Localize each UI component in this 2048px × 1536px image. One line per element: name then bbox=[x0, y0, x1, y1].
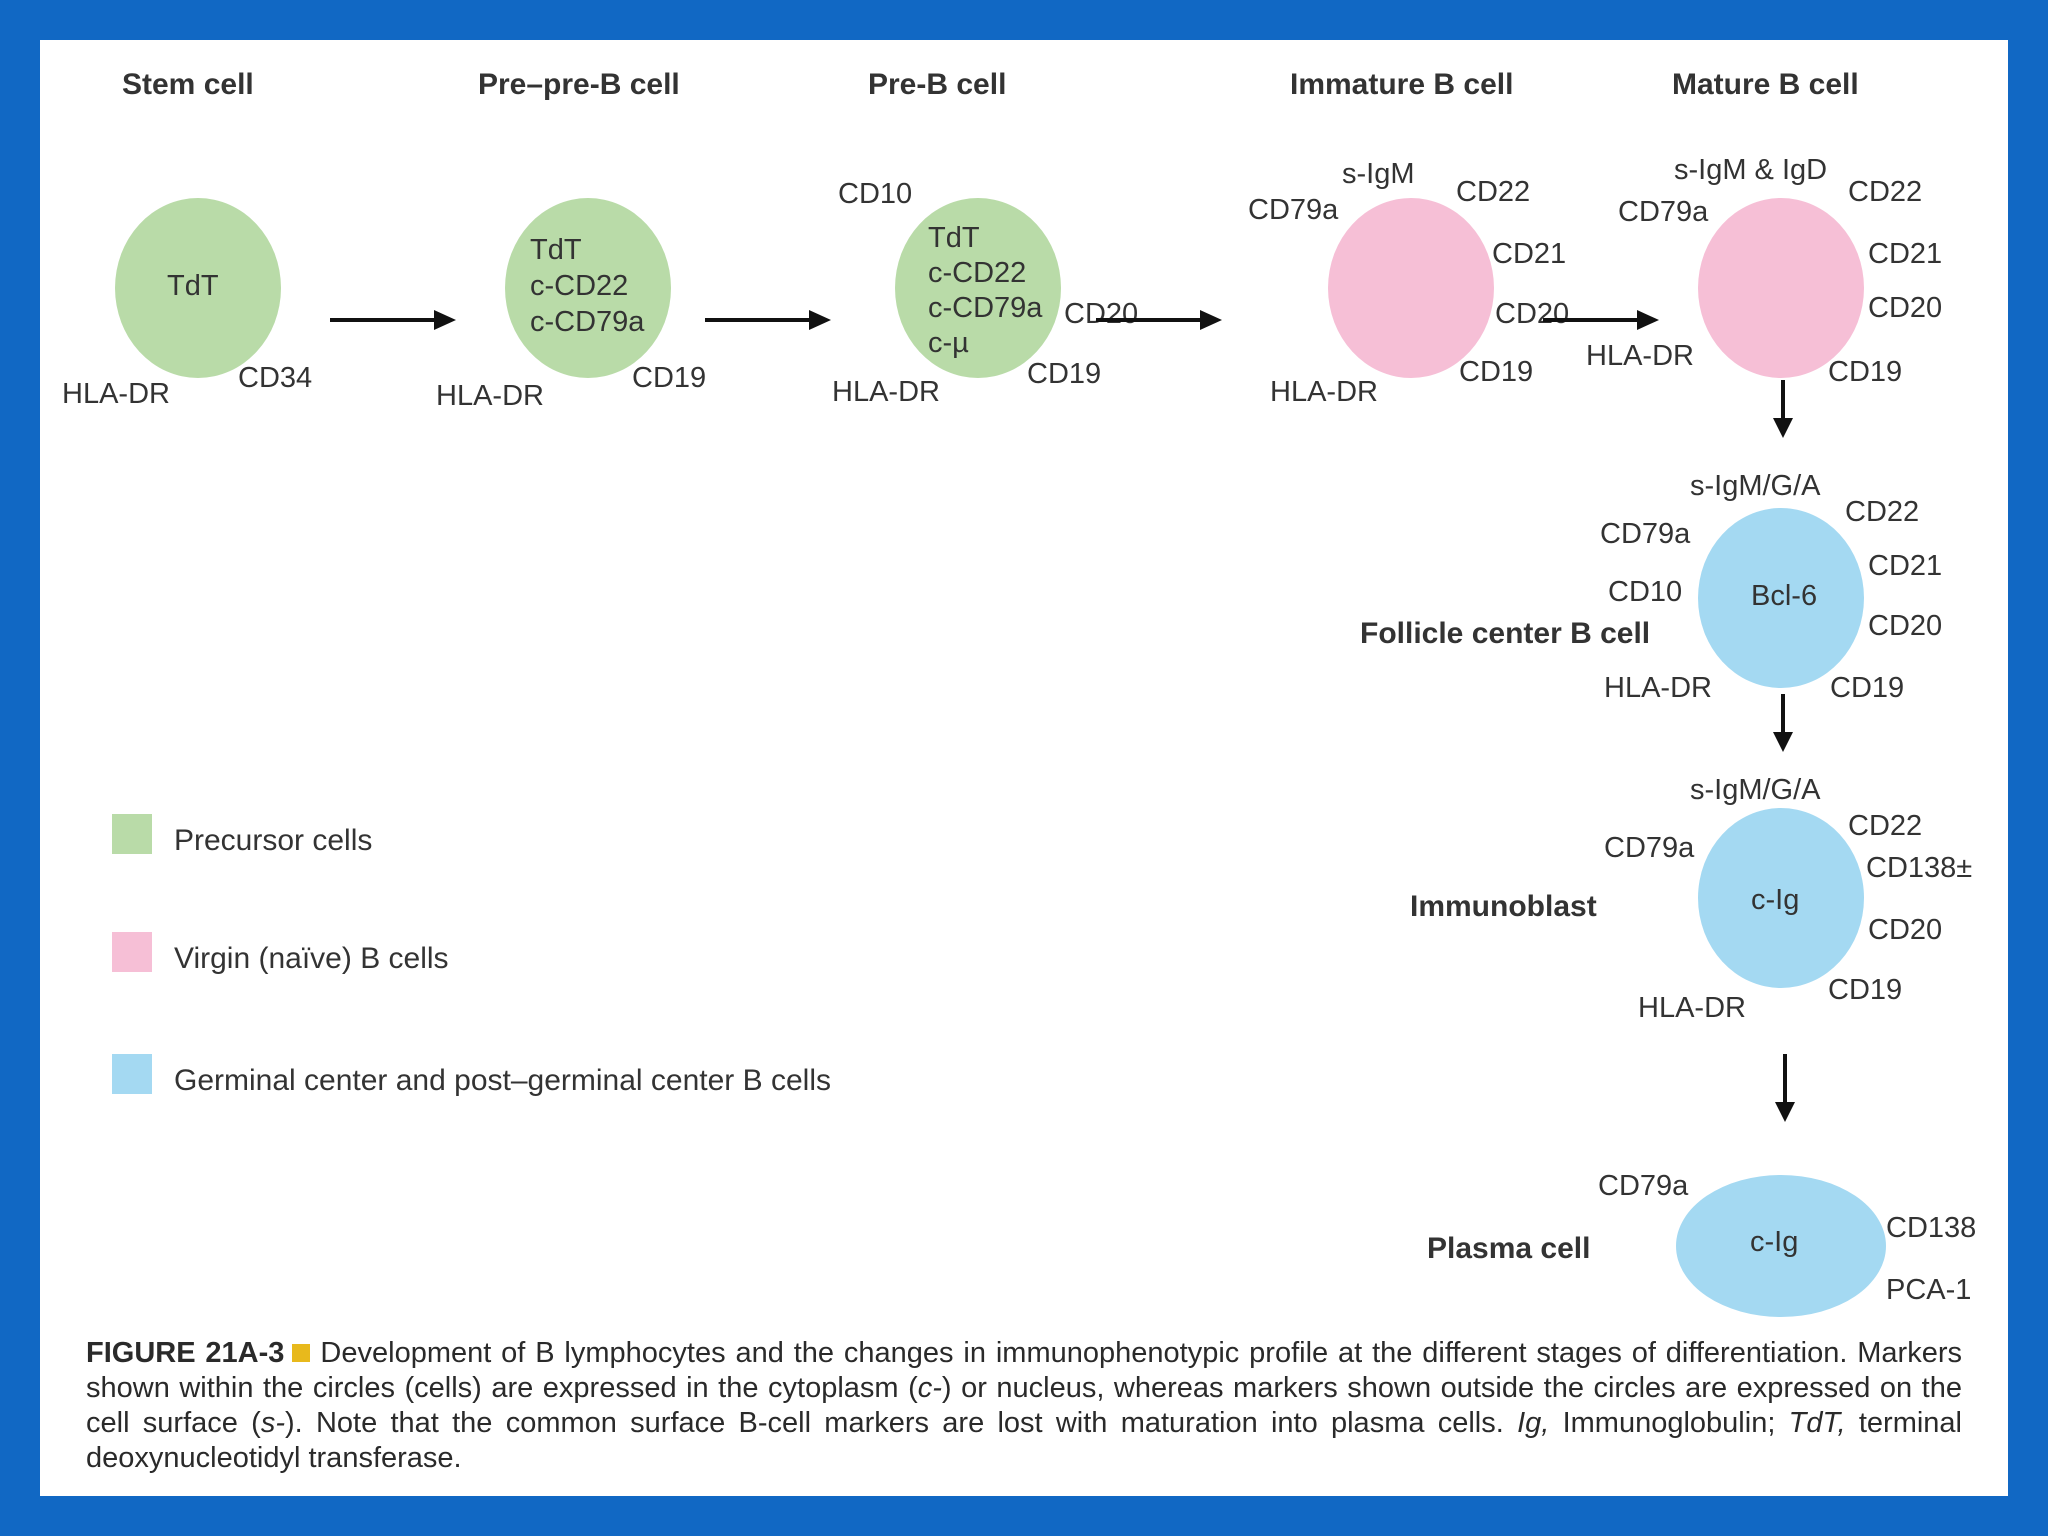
stage-title-follicle-center-b-cell: Follicle center B cell bbox=[1360, 617, 1651, 650]
follicle-center-b-cell-marker-s-igm-g-a: s-IgM/G/A bbox=[1690, 470, 1821, 502]
immunoblast-marker-cd20: CD20 bbox=[1868, 914, 1943, 946]
arrow-stem-to-pre-pre-b bbox=[330, 310, 456, 330]
caption-bullet-icon bbox=[292, 1344, 311, 1362]
immunoblast-marker-cd79a: CD79a bbox=[1604, 832, 1695, 864]
stage-title-mature-b-cell: Mature B cell bbox=[1672, 68, 1859, 101]
mature-b-cell-marker-cd22: CD22 bbox=[1848, 176, 1923, 208]
pre-pre-b-cell-circle bbox=[505, 198, 671, 378]
immature-b-cell-marker-cd22: CD22 bbox=[1456, 176, 1531, 208]
caption-abbr-tdt: TdT, bbox=[1788, 1407, 1846, 1439]
immature-b-cell-marker-cd79a: CD79a bbox=[1248, 194, 1339, 226]
legend-label-germinal: Germinal center and post–germinal center… bbox=[174, 1064, 831, 1097]
legend-label-virgin: Virgin (naïve) B cells bbox=[174, 942, 449, 975]
legend-swatch-precursor bbox=[112, 814, 152, 854]
stage-title-immature-b-cell: Immature B cell bbox=[1290, 68, 1514, 101]
pre-b-cell-marker-hla-dr: HLA-DR bbox=[832, 376, 940, 408]
pre-pre-b-cell-marker-hla-dr: HLA-DR bbox=[436, 380, 544, 412]
arrow-mature-to-follicle bbox=[1773, 380, 1793, 438]
caption-text-2: ) or nucleus, whereas markers shown outs… bbox=[86, 1372, 1962, 1439]
immature-b-cell-marker-s-igm: s-IgM bbox=[1342, 158, 1415, 190]
pre-b-cell-marker-c-mu: c-µ bbox=[928, 327, 969, 359]
arrow-pre-pre-b-to-pre-b bbox=[705, 310, 831, 330]
mature-b-cell-marker-cd79a: CD79a bbox=[1618, 196, 1709, 228]
pre-b-cell-marker-c-cd22: c-CD22 bbox=[928, 257, 1027, 289]
follicle-center-b-cell-marker-cd79a: CD79a bbox=[1600, 518, 1691, 550]
stage-title-stem-cell: Stem cell bbox=[122, 68, 254, 101]
follicle-center-b-cell-circle bbox=[1698, 508, 1864, 688]
mature-b-cell-marker-cd21: CD21 bbox=[1868, 238, 1943, 270]
immunoblast-marker-cd22: CD22 bbox=[1848, 810, 1923, 842]
immunoblast-marker-cd19: CD19 bbox=[1828, 974, 1903, 1006]
follicle-center-b-cell-marker-cd21: CD21 bbox=[1868, 550, 1943, 582]
mature-b-cell-marker-cd19: CD19 bbox=[1828, 356, 1903, 388]
follicle-center-b-cell-marker-cd22: CD22 bbox=[1845, 496, 1920, 528]
immunoblast-circle bbox=[1698, 808, 1864, 988]
immunoblast-marker-c-ig: c-Ig bbox=[1751, 884, 1800, 916]
immature-b-cell-marker-cd20: CD20 bbox=[1495, 298, 1570, 330]
legend-swatch-germinal bbox=[112, 1054, 152, 1094]
follicle-center-b-cell-marker-bcl-6: Bcl-6 bbox=[1751, 580, 1818, 612]
stage-title-pre-pre-b-cell: Pre–pre-B cell bbox=[478, 68, 680, 101]
mature-b-cell-marker-s-igm-igd: s-IgM & IgD bbox=[1674, 154, 1828, 186]
follicle-center-b-cell-marker-cd20: CD20 bbox=[1868, 610, 1943, 642]
caption-italic-c: c- bbox=[917, 1372, 942, 1404]
caption-def-ig: Immunoglobulin; bbox=[1549, 1407, 1789, 1439]
plasma-cell-marker-cd138: CD138 bbox=[1886, 1212, 1977, 1244]
follicle-center-b-cell-marker-hla-dr: HLA-DR bbox=[1604, 672, 1712, 704]
pre-b-cell-marker-cd20: CD20 bbox=[1064, 298, 1139, 330]
immature-b-cell-marker-hla-dr: HLA-DR bbox=[1270, 376, 1378, 408]
legend-swatch-virgin bbox=[112, 932, 152, 972]
follicle-center-b-cell-marker-cd19: CD19 bbox=[1830, 672, 1905, 704]
stage-title-pre-b-cell: Pre-B cell bbox=[868, 68, 1007, 101]
pre-pre-b-cell-marker-tdt: TdT bbox=[530, 234, 582, 266]
legend-label-precursor: Precursor cells bbox=[174, 824, 373, 857]
immunoblast-marker-cd138-pm: CD138± bbox=[1866, 852, 1973, 884]
pre-b-cell-marker-cd10: CD10 bbox=[838, 178, 913, 210]
follicle-center-b-cell-marker-cd10: CD10 bbox=[1608, 576, 1683, 608]
stem-cell-marker-cd34: CD34 bbox=[238, 362, 313, 394]
stem-cell-circle bbox=[115, 198, 281, 378]
arrow-follicle-to-immunoblast bbox=[1773, 694, 1793, 752]
arrow-immature-to-mature bbox=[1543, 310, 1659, 330]
stage-title-immunoblast: Immunoblast bbox=[1410, 890, 1597, 923]
pre-b-cell-marker-cd19: CD19 bbox=[1027, 358, 1102, 390]
immunoblast-marker-s-igm-g-a: s-IgM/G/A bbox=[1690, 774, 1821, 806]
caption-text-3: ). Note that the common surface B-cell m… bbox=[284, 1407, 1518, 1439]
immature-b-cell-marker-cd19: CD19 bbox=[1459, 356, 1534, 388]
stem-cell-marker-hla-dr: HLA-DR bbox=[62, 378, 170, 410]
arrow-pre-b-to-immature-b bbox=[1096, 310, 1222, 330]
pre-pre-b-cell-marker-c-cd22: c-CD22 bbox=[530, 270, 629, 302]
immature-b-cell-marker-cd21: CD21 bbox=[1492, 238, 1567, 270]
mature-b-cell-circle bbox=[1698, 198, 1864, 378]
plasma-cell-circle bbox=[1676, 1175, 1886, 1317]
plasma-cell-marker-c-ig: c-Ig bbox=[1750, 1226, 1799, 1258]
caption-text-1: Development of B lymphocytes and the cha… bbox=[86, 1337, 1962, 1404]
mature-b-cell-marker-hla-dr: HLA-DR bbox=[1586, 340, 1694, 372]
plasma-cell-marker-pca-1: PCA-1 bbox=[1886, 1274, 1972, 1306]
pre-b-cell-marker-c-cd79a: c-CD79a bbox=[928, 292, 1043, 324]
pre-pre-b-cell-marker-cd19: CD19 bbox=[632, 362, 707, 394]
plasma-cell-marker-cd79a: CD79a bbox=[1598, 1170, 1689, 1202]
pre-b-cell-circle bbox=[895, 198, 1061, 378]
caption-abbr-ig: Ig, bbox=[1517, 1407, 1550, 1439]
stem-cell-marker-tdt: TdT bbox=[167, 270, 219, 302]
figure-panel: Stem cell Pre–pre-B cell Pre-B cell Imma… bbox=[40, 40, 2008, 1496]
caption-italic-s: s- bbox=[260, 1407, 285, 1439]
stage-title-plasma-cell: Plasma cell bbox=[1427, 1232, 1591, 1265]
mature-b-cell-marker-cd20: CD20 bbox=[1868, 292, 1943, 324]
immunoblast-marker-hla-dr: HLA-DR bbox=[1638, 992, 1746, 1024]
arrow-immunoblast-to-plasma bbox=[1775, 1054, 1795, 1122]
pre-pre-b-cell-marker-c-cd79a: c-CD79a bbox=[530, 306, 645, 338]
figure-label: FIGURE 21A-3 bbox=[86, 1337, 285, 1369]
pre-b-cell-marker-tdt: TdT bbox=[928, 222, 980, 254]
immature-b-cell-circle bbox=[1328, 198, 1494, 378]
caption-def-tdt: terminal deoxynucleotidyl transferase. bbox=[86, 1407, 1962, 1474]
